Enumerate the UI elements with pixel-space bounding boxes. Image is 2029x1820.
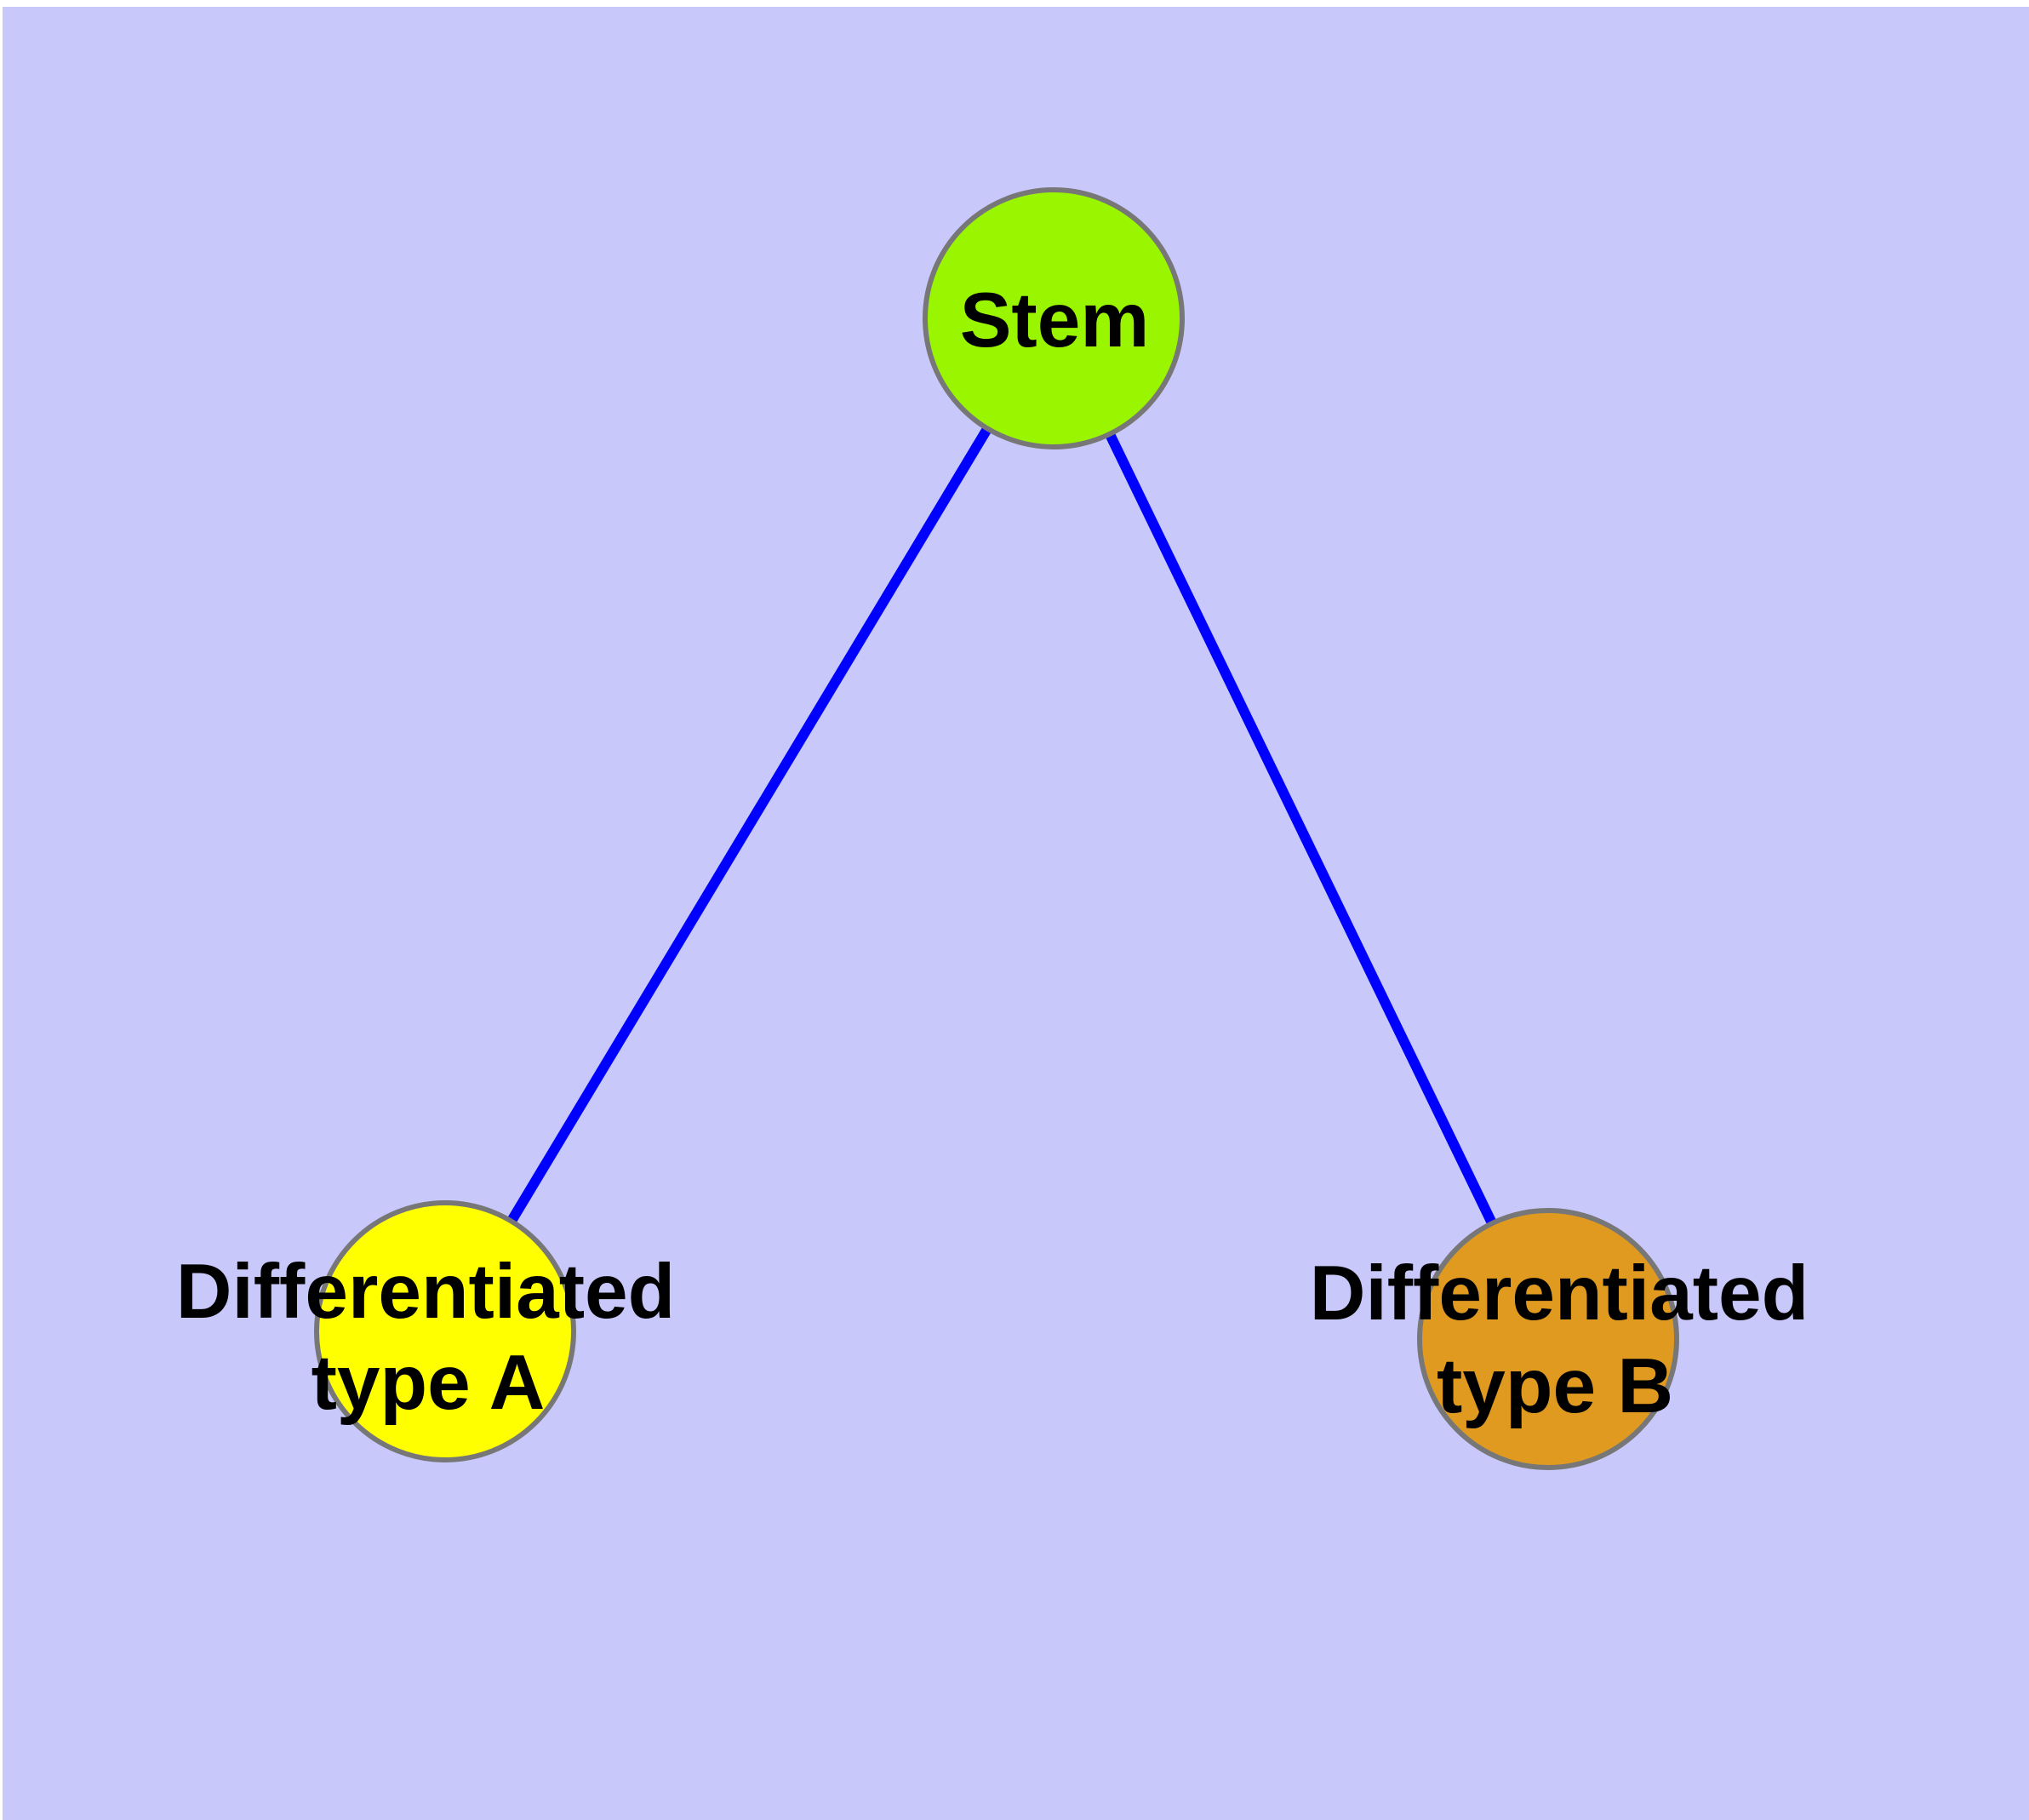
node-type-a-label-line1: Differentiated	[176, 1249, 676, 1335]
edge-stem-to-type-a	[440, 315, 1059, 1335]
node-type-a-label-line2: type A	[311, 1340, 546, 1426]
edge-stem-to-type-b	[1049, 316, 1553, 1342]
node-type-b-label-line1: Differentiated	[1310, 1251, 1809, 1336]
node-stem	[923, 187, 1185, 449]
node-stem-label: Stem	[960, 278, 1150, 363]
node-differentiated-type-b	[1417, 1208, 1679, 1470]
node-type-b-label-line2: type B	[1437, 1343, 1673, 1429]
node-differentiated-type-a	[314, 1200, 576, 1462]
